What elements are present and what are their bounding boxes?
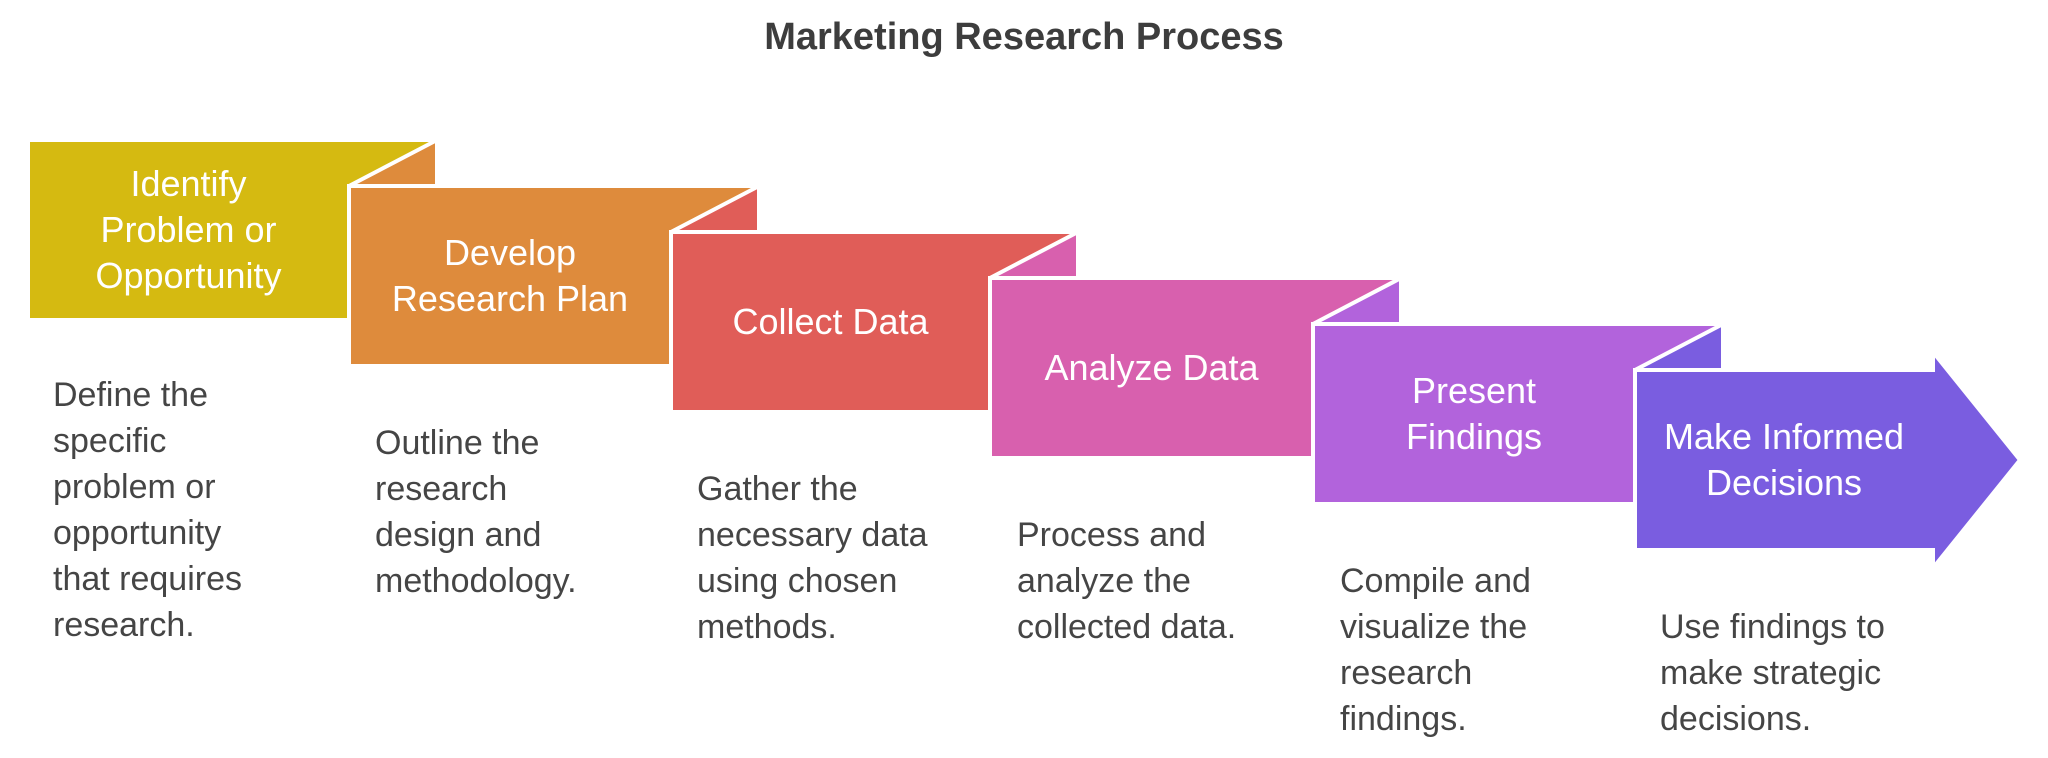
step-1-description: Define the specific problem or opportuni… [53, 376, 242, 644]
step-2-label: Develop Research Plan [391, 232, 629, 319]
step-6-label: Make Informed Decisions [1663, 416, 1905, 503]
step-2-description: Outline the research design and methodol… [375, 424, 577, 600]
step-4-label: Analyze Data [1044, 347, 1259, 388]
step-1-label: Identify Problem or Opportunity [95, 163, 282, 296]
step-6-arrow-ribbon [1633, 346, 2023, 574]
step-5-description: Compile and visualize the research findi… [1340, 562, 1531, 738]
step-5-label: Present Findings [1405, 370, 1543, 457]
page-title: Marketing Research Process [764, 16, 1284, 58]
step-6-shape [1633, 320, 2023, 574]
step-6-description: Use findings to make strategic decisions… [1660, 608, 1885, 738]
step-3-description: Gather the necessary data using chosen m… [697, 470, 928, 646]
step-4-description: Process and analyze the collected data. [1017, 516, 1237, 646]
step-3-label: Collect Data [732, 301, 929, 342]
